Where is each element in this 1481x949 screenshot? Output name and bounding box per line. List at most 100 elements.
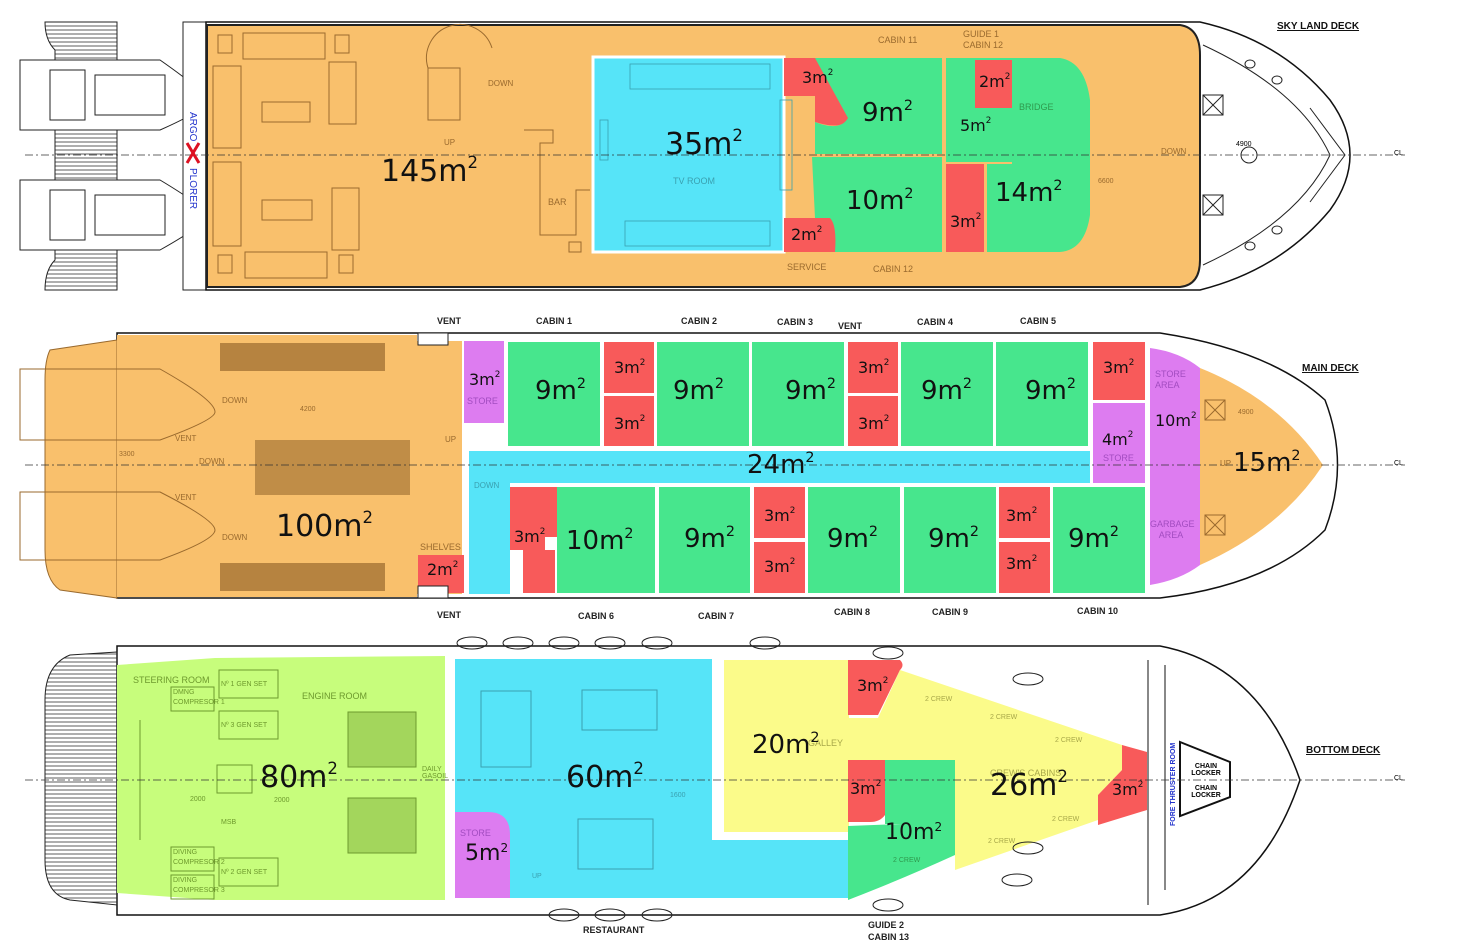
area-sky-bridge: 14m2 — [995, 177, 1063, 208]
label-up-restaurant: UP — [532, 873, 542, 880]
area-sky-bath-service: 2m2 — [791, 225, 823, 244]
sky-guide-cabin — [946, 110, 1012, 162]
label-vent-top-2: VENT — [838, 321, 863, 331]
main-bath-6b — [523, 550, 555, 593]
area-main-cabin-3: 9m2 — [785, 375, 836, 406]
label-store: STORE — [467, 396, 498, 406]
area-bottom-restaurant: 60m2 — [566, 759, 644, 795]
area-main-store: 3m2 — [469, 370, 501, 389]
bottom-bath-bow — [1098, 745, 1147, 825]
bottom-bath-top — [848, 660, 903, 715]
label-shelves: SHELVES — [420, 542, 461, 552]
area-sky-bath-top: 3m2 — [802, 68, 834, 87]
label-galley: GALLEY — [808, 738, 844, 748]
area-main-store-small: 4m2 — [1102, 430, 1134, 449]
area-sky-tv-room: 35m2 — [665, 126, 743, 162]
chain-locker — [1179, 740, 1231, 818]
main-bath-10 — [999, 542, 1050, 593]
area-main-bath-9: 3m2 — [1006, 506, 1038, 525]
label-engine-room: ENGINE ROOM — [302, 691, 368, 701]
label-store-2: STORE — [1103, 453, 1134, 463]
brand-argo-text: ARGO — [187, 112, 198, 142]
area-sky-bath-guide: 2m2 — [979, 72, 1011, 91]
label-2-crew-1: 2 CREW — [925, 696, 953, 703]
main-bath-9 — [999, 487, 1050, 538]
main-bath-2 — [604, 396, 654, 446]
label-diving-3: DIVING — [173, 877, 198, 884]
area-bottom-bath-top: 3m2 — [857, 676, 889, 695]
area-main-cabin-9: 9m2 — [928, 523, 979, 554]
guide-cabin-13-top — [885, 760, 955, 824]
label-2-crew-4: 2 CREW — [1052, 816, 1080, 823]
tv-room-furniture — [599, 63, 793, 247]
area-main-bath-1: 3m2 — [614, 358, 646, 377]
label-dim-2000-a: 2000 — [190, 796, 206, 803]
sky-cabin-12 — [812, 157, 942, 252]
label-fore-thruster-room: FORE THRUSTER ROOM — [1170, 742, 1177, 826]
main-bath-6a — [510, 487, 557, 550]
area-bottom-crew: 26m2 — [990, 767, 1068, 803]
area-sky-guide-cabin: 5m2 — [960, 116, 992, 135]
vent-bottom — [417, 585, 449, 599]
area-main-store-area: 10m2 — [1155, 411, 1197, 430]
label-compresor-1: COMPRESOR 1 — [173, 699, 225, 706]
area-main-bath-4: 3m2 — [858, 414, 890, 433]
label-down-2: DOWN — [222, 533, 248, 542]
label-cl-sky: CL — [1394, 150, 1403, 157]
label-cabin-7: CABIN 7 — [698, 611, 735, 621]
area-bottom-guide-cabin: 10m2 — [885, 819, 943, 845]
main-bath-7 — [754, 487, 805, 538]
main-cabin-8 — [808, 487, 900, 593]
label-tv-room: TV ROOM — [673, 176, 715, 186]
area-main-cabin-6: 10m2 — [566, 525, 634, 556]
main-cabin-3 — [752, 342, 844, 446]
guide-cabin-13 — [848, 822, 955, 900]
sky-foredeck — [1202, 44, 1346, 266]
main-deck — [19, 332, 1405, 599]
main-bath-4 — [848, 396, 898, 446]
label-vent-2: VENT — [175, 493, 197, 502]
label-dim-1600: 1600 — [670, 792, 686, 799]
label-cabin-13: CABIN 13 — [868, 932, 910, 942]
sky-cabin-11 — [815, 58, 942, 154]
area-bottom-engine: 80m2 — [260, 759, 338, 795]
area-main-aft-deck: 100m2 — [276, 508, 373, 544]
main-bench-seats — [220, 343, 410, 591]
bottom-deck — [25, 636, 1405, 922]
label-cabin-3: CABIN 3 — [777, 317, 814, 327]
area-main-bath-7: 3m2 — [764, 506, 796, 525]
main-corridor — [469, 451, 1090, 594]
label-cabin-11: CABIN 11 — [878, 35, 918, 45]
brand-plorer: PLORER — [187, 168, 198, 209]
main-tenders — [19, 368, 216, 561]
sky-deck-title: SKY LAND DECK — [1277, 21, 1360, 32]
main-bath-1 — [604, 342, 654, 393]
label-gen-set-2: Nº 2 GEN SET — [221, 869, 268, 876]
main-store — [464, 341, 504, 423]
portholes — [456, 636, 1044, 922]
label-down-1: DOWN — [222, 396, 248, 405]
label-vent-bottom: VENT — [437, 610, 462, 620]
bottom-store — [455, 812, 510, 898]
label-down-bow: DOWN — [1161, 147, 1187, 156]
area-main-cabin-10: 9m2 — [1068, 523, 1119, 554]
label-cabin-8: CABIN 8 — [834, 607, 871, 617]
label-diving-2: DIVING — [173, 849, 198, 856]
label-dim-4900-main: 4900 — [1238, 409, 1254, 416]
main-cabin-7 — [659, 487, 750, 593]
area-main-cabin-8: 9m2 — [827, 523, 878, 554]
label-dim-4200: 4200 — [300, 406, 316, 413]
main-cabin-2 — [657, 342, 749, 446]
main-bath-3 — [848, 342, 898, 393]
area-sky-cabin-12: 10m2 — [846, 185, 914, 216]
area-bottom-store: 5m2 — [465, 840, 509, 866]
area-main-cabin-2: 9m2 — [673, 375, 724, 406]
sky-bath-bridge — [946, 164, 984, 252]
label-cabin-2: CABIN 2 — [681, 316, 718, 326]
label-dim-4900-sky: 4900 — [1236, 141, 1252, 148]
main-bow-area — [1200, 368, 1323, 565]
main-cabin-4 — [901, 342, 993, 446]
area-main-bath-3: 3m2 — [858, 358, 890, 377]
area-sky-bath-bridge: 3m2 — [950, 212, 982, 231]
sky-bath-guide — [975, 60, 1013, 108]
